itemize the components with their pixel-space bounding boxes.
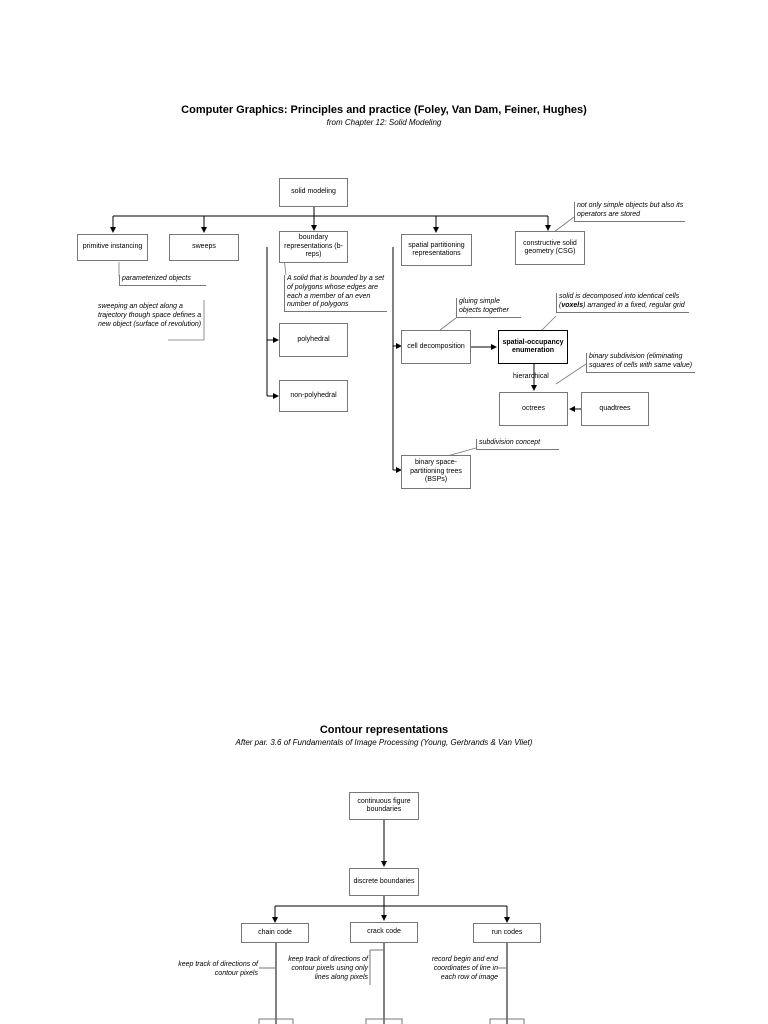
note-breps: A solid that is bounded by a set of poly…: [284, 275, 387, 312]
node-boundary-representations: boundary representations (b-reps): [279, 231, 348, 263]
node-spatial-occupancy: spatial-occupancy enumeration: [498, 330, 568, 364]
node-discrete-boundaries: discrete boundaries: [349, 868, 419, 896]
note-voxels-word: voxels: [561, 301, 584, 309]
note-run-codes: record begin and end coordinates of line…: [431, 956, 498, 981]
note-csg: not only simple objects but also its ope…: [574, 202, 685, 222]
note-parameterized: parameterized objects: [119, 275, 206, 286]
diagram2-title: Contour representations: [319, 724, 449, 736]
node-sweeps: sweeps: [169, 234, 239, 261]
node-csg: constructive solid geometry (CSG): [515, 231, 585, 265]
note-crack-code: keep track of directions of contour pixe…: [288, 956, 368, 981]
node-non-polyhedral: non-polyhedral: [279, 380, 348, 412]
node-polyhedral: polyhedral: [279, 323, 348, 357]
note-gluing: gluing simple objects together: [456, 298, 521, 318]
note-sweeping: sweeping an object along a trajectory th…: [98, 303, 202, 328]
note-voxels-post: ) arranged in a fixed, regular grid: [583, 301, 685, 309]
node-chain-code: chain code: [241, 923, 309, 943]
note-voxels: solid is decomposed into identical cells…: [556, 293, 689, 313]
node-run-codes: run codes: [473, 923, 541, 943]
node-quadtrees: quadtrees: [581, 392, 649, 426]
note-voxels-pre: solid is decomposed into identical cells…: [559, 293, 680, 309]
node-spatial-partitioning: spatial partitioning representations: [401, 234, 472, 266]
label-hierarchical: hierarchical: [513, 373, 549, 380]
note-subdivision-concept: subdivision concept: [476, 439, 559, 450]
diagram1-subtitle: from Chapter 12: Solid Modeling: [326, 118, 442, 127]
node-primitive-instancing: primitive instancing: [77, 234, 148, 261]
node-continuous-boundaries: continuous figure boundaries: [349, 792, 419, 820]
note-binary-subdivision: binary subdivision (eliminating squares …: [586, 353, 695, 373]
diagram1-title: Computer Graphics: Principles and practi…: [181, 104, 587, 116]
node-crack-code: crack code: [350, 922, 418, 943]
node-octrees: octrees: [499, 392, 568, 426]
node-solid-modeling: solid modeling: [279, 178, 348, 207]
note-chain-code: keep track of directions of contour pixe…: [178, 961, 258, 977]
node-bsp: binary space-partitioning trees (BSPs): [401, 455, 471, 489]
diagram2-subtitle: After par. 3.6 of Fundamentals of Image …: [235, 738, 533, 747]
node-cell-decomposition: cell decomposition: [401, 330, 471, 364]
